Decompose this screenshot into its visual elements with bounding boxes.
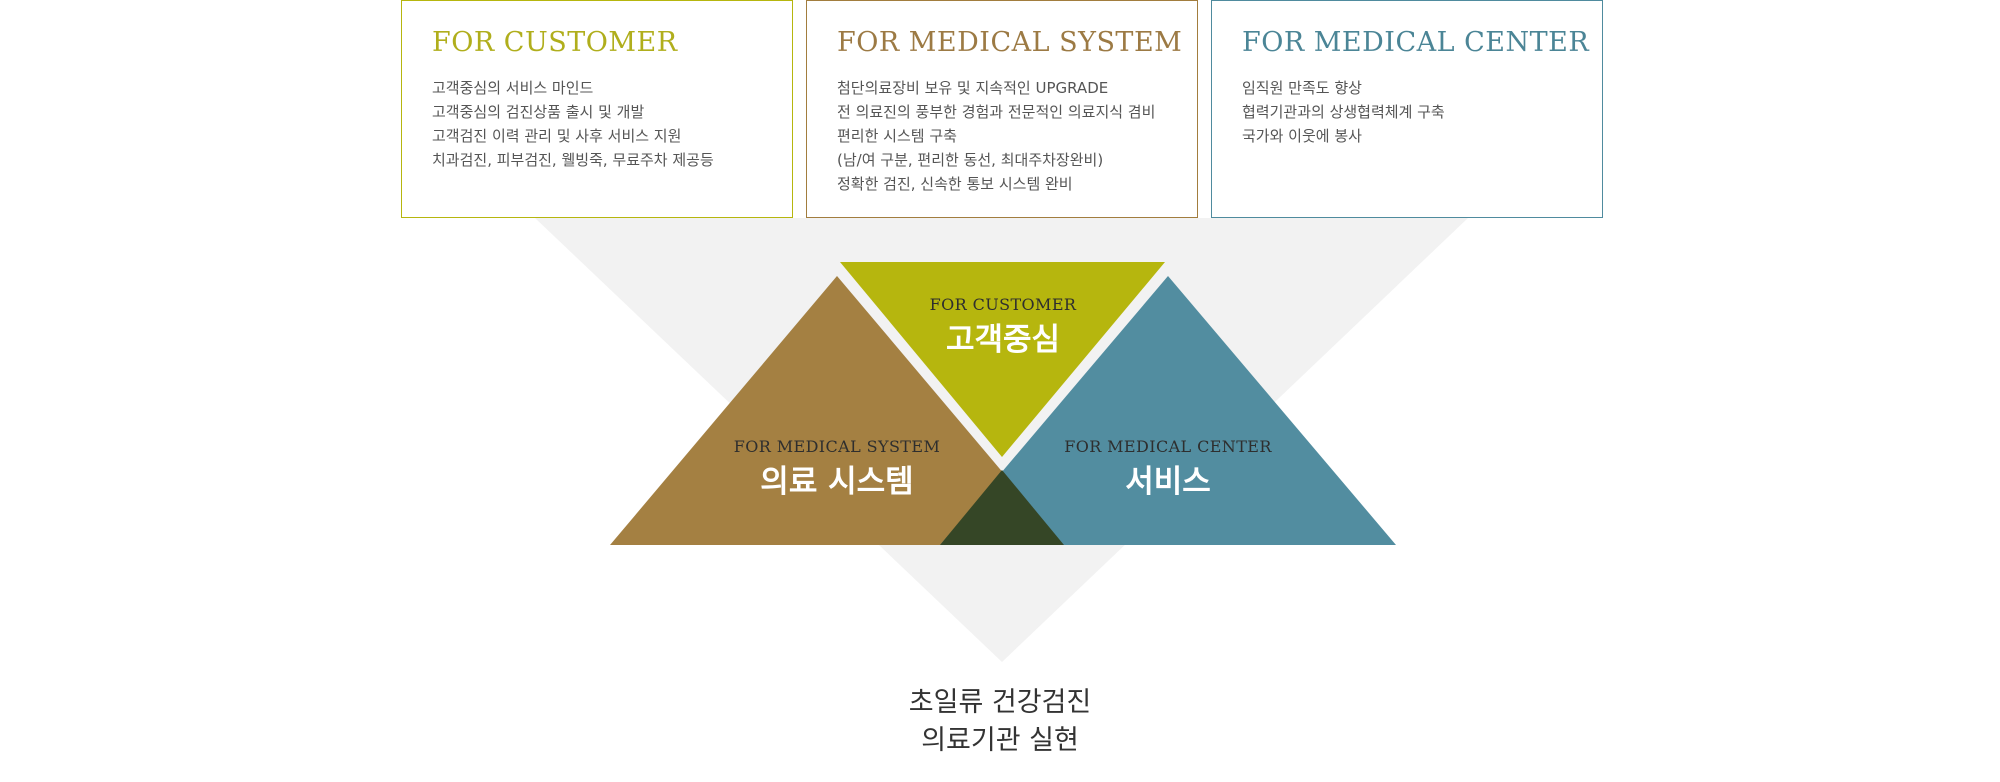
center-triangle-title: 서비스 <box>1125 464 1211 500</box>
card-line: 국가와 이웃에 봉사 <box>1242 127 1362 145</box>
card-line: 전 의료진의 풍부한 경험과 전문적인 의료지식 겸비 <box>837 103 1156 121</box>
card-title: FOR CUSTOMER <box>432 27 678 58</box>
customer-triangle-subtitle: FOR CUSTOMER <box>930 295 1077 314</box>
card-title: FOR MEDICAL SYSTEM <box>837 27 1183 58</box>
card-line: 고객중심의 검진상품 출시 및 개발 <box>432 103 645 121</box>
card-for-medical-center: FOR MEDICAL CENTER 임직원 만족도 향상 협력기관과의 상생협… <box>1211 0 1603 218</box>
card-title: FOR MEDICAL CENTER <box>1242 27 1590 58</box>
card-for-medical-system: FOR MEDICAL SYSTEM 첨단의료장비 보유 및 지속적인 UPGR… <box>806 0 1198 218</box>
medical-system-triangle <box>610 276 1064 545</box>
medical-center-triangle <box>940 276 1396 545</box>
card-line: 첨단의료장비 보유 및 지속적인 UPGRADE <box>837 79 1109 97</box>
card-line: 치과검진, 피부검진, 웰빙죽, 무료주차 제공등 <box>432 151 714 169</box>
bottom-slogan-line-1: 초일류 건강검진 <box>908 687 1092 718</box>
card-line: 협력기관과의 상생협력체계 구축 <box>1242 103 1445 121</box>
center-triangle-subtitle: FOR MEDICAL CENTER <box>1064 437 1272 456</box>
card-line: 고객중심의 서비스 마인드 <box>432 79 594 97</box>
bottom-slogan: 초일류 건강검진 의료기관 실현 <box>0 684 2000 760</box>
card-line: (남/여 구분, 편리한 동선, 최대주차장완비) <box>837 151 1104 169</box>
system-triangle-subtitle: FOR MEDICAL SYSTEM <box>734 437 941 456</box>
card-line: 임직원 만족도 향상 <box>1242 79 1362 97</box>
system-triangle-title: 의료 시스템 <box>760 464 913 500</box>
card-line: 편리한 시스템 구축 <box>837 127 957 145</box>
card-line: 정확한 검진, 신속한 통보 시스템 완비 <box>837 175 1073 193</box>
customer-triangle <box>840 262 1165 457</box>
overlap-triangle <box>940 470 1064 545</box>
card-for-customer: FOR CUSTOMER 고객중심의 서비스 마인드 고객중심의 검진상품 출시… <box>401 0 793 218</box>
card-line: 고객검진 이력 관리 및 사후 서비스 지원 <box>432 127 682 145</box>
customer-triangle-title: 고객중심 <box>946 322 1060 358</box>
bottom-slogan-line-2: 의료기관 실현 <box>921 725 1079 756</box>
